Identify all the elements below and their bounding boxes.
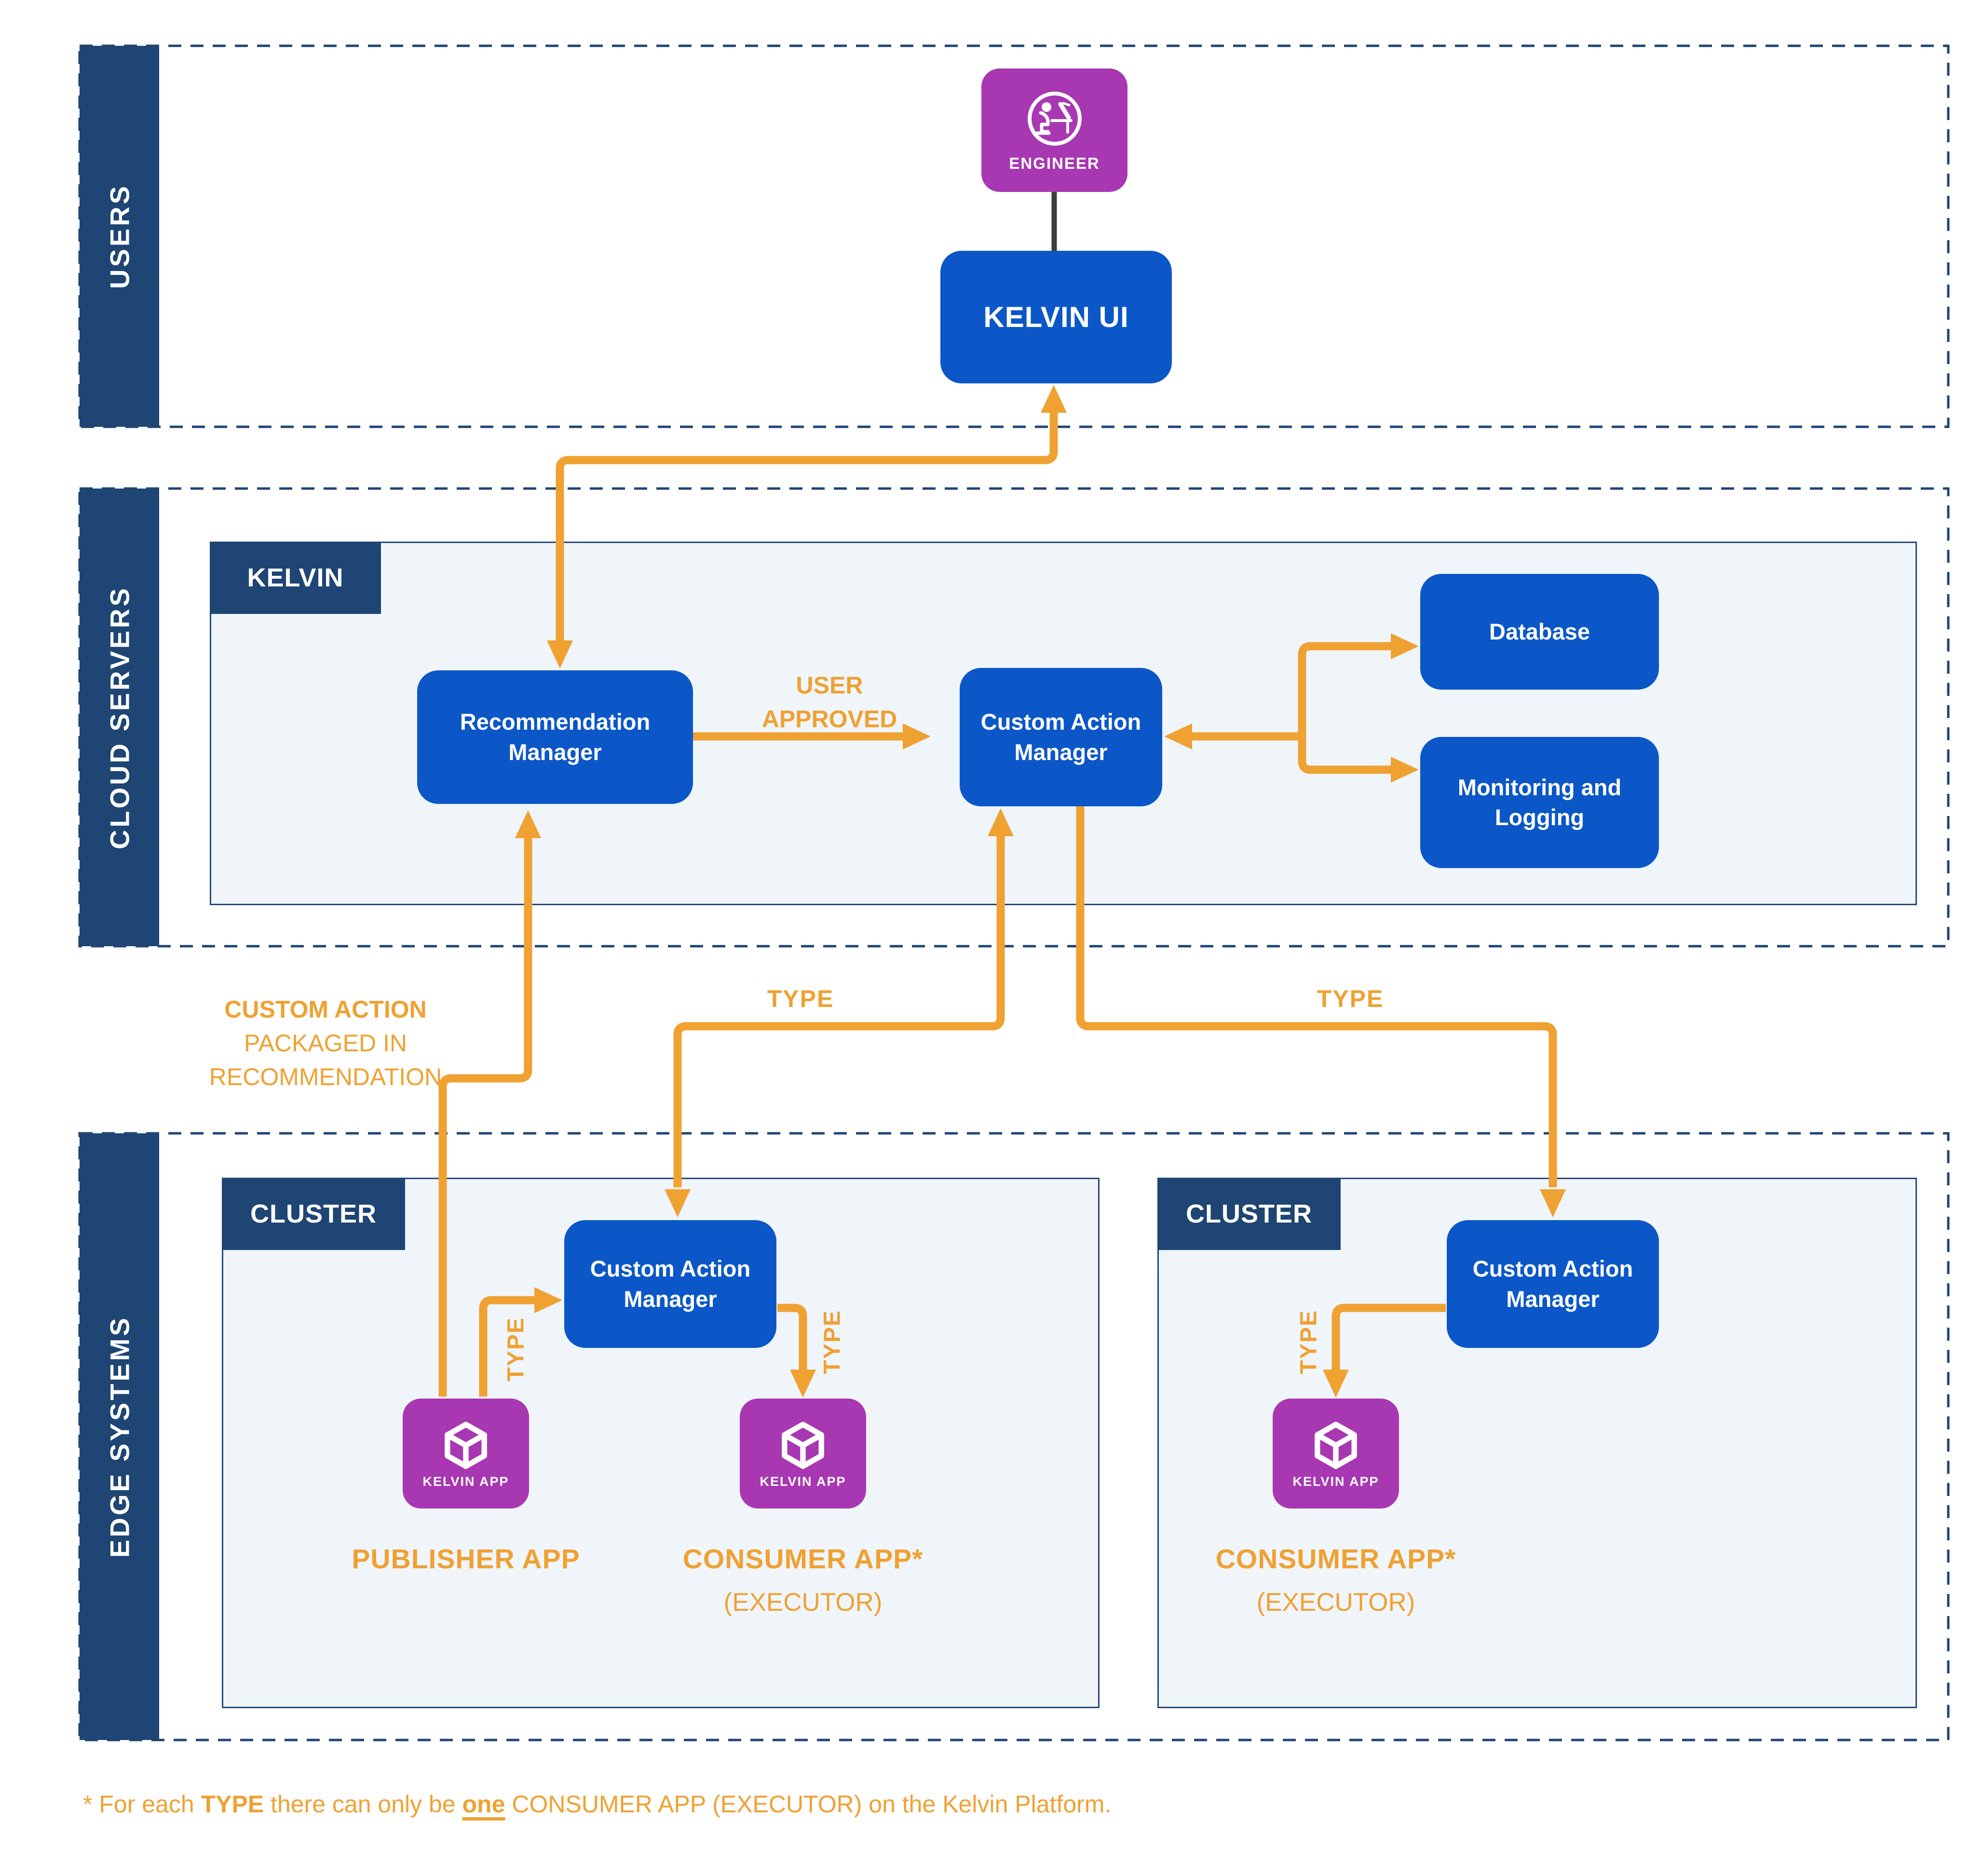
connector-recmgr-cam [693, 723, 931, 749]
edge-band-sidebar: EDGE SYSTEMS [80, 1133, 159, 1740]
consumer2-app-caption: CONSUMER APP* [1215, 1544, 1456, 1575]
publisher-app-box-label: KELVIN APP [422, 1474, 509, 1489]
connector-publisher-recmgr [438, 810, 541, 1397]
kelvin-panel-tab: KELVIN [210, 542, 381, 614]
type-label-publisher-line: TYPE [503, 1317, 529, 1382]
connector-publisher-cluster1cam [479, 1287, 562, 1397]
consumer1-app-box-label: KELVIN APP [760, 1474, 846, 1489]
consumer1-kelvin-app-node: KELVIN APP [740, 1399, 866, 1509]
connector-cluster1cam-consumer [777, 1304, 816, 1398]
custom-action-manager-cluster1-node: Custom Action Manager [564, 1220, 776, 1348]
connector-cam-cluster1cam [665, 808, 1014, 1217]
recommendation-manager-node: Recommendation Manager [417, 670, 693, 804]
cloud-band-sidebar: CLOUD SERVERS [80, 489, 159, 946]
custom-action-manager-cloud-node: Custom Action Manager [960, 668, 1162, 806]
kelvin-app-cube-icon [445, 1421, 487, 1469]
kelvin-ui-node: KELVIN UI [940, 251, 1172, 383]
type-label-consumer1-line: TYPE [819, 1309, 845, 1374]
kelvin-app-cube-icon [1315, 1421, 1357, 1469]
users-band-sidebar: USERS [80, 46, 159, 427]
connector-cam-database-monitoring [1164, 633, 1419, 783]
footnote: * For each TYPE there can only be one CO… [83, 1791, 1112, 1818]
consumer2-app-box-label: KELVIN APP [1292, 1474, 1379, 1489]
connector-kelvinui-recmgr [547, 385, 1067, 668]
user-approved-label: USER APPROVED [761, 672, 897, 733]
type-label-cluster2-line: TYPE [1317, 985, 1384, 1012]
custom-action-packaged-label: CUSTOM ACTION PACKAGED IN RECOMMENDATION [209, 996, 442, 1090]
users-band-label: USERS [104, 184, 135, 289]
cluster2-tab: CLUSTER [1157, 1178, 1341, 1250]
type-label-cluster1-line: TYPE [767, 985, 834, 1012]
publisher-app-caption: PUBLISHER APP [352, 1544, 580, 1575]
edge-band-label: EDGE SYSTEMS [104, 1316, 135, 1558]
cloud-band-label: CLOUD SERVERS [104, 585, 135, 849]
consumer2-app-caption2: (EXECUTOR) [1256, 1588, 1415, 1617]
engineer-label: ENGINEER [1009, 154, 1100, 172]
engineer-node: ENGINEER [981, 68, 1127, 192]
consumer2-kelvin-app-node: KELVIN APP [1273, 1399, 1399, 1509]
kelvin-app-cube-icon [782, 1421, 824, 1469]
connector-cluster2cam-consumer [1323, 1304, 1446, 1398]
monitoring-logging-node: Monitoring and Logging [1420, 737, 1659, 868]
database-node: Database [1420, 574, 1659, 690]
consumer1-app-caption: CONSUMER APP* [682, 1544, 924, 1575]
type-label-consumer2-line: TYPE [1296, 1309, 1322, 1374]
custom-action-manager-cluster2-node: Custom Action Manager [1447, 1220, 1659, 1348]
consumer1-app-caption2: (EXECUTOR) [723, 1588, 883, 1617]
cluster1-tab: CLUSTER [222, 1178, 405, 1250]
publisher-kelvin-app-node: KELVIN APP [403, 1399, 529, 1509]
connector-cam-cluster2cam [1076, 806, 1566, 1217]
engineer-at-desk-icon [1027, 92, 1082, 146]
